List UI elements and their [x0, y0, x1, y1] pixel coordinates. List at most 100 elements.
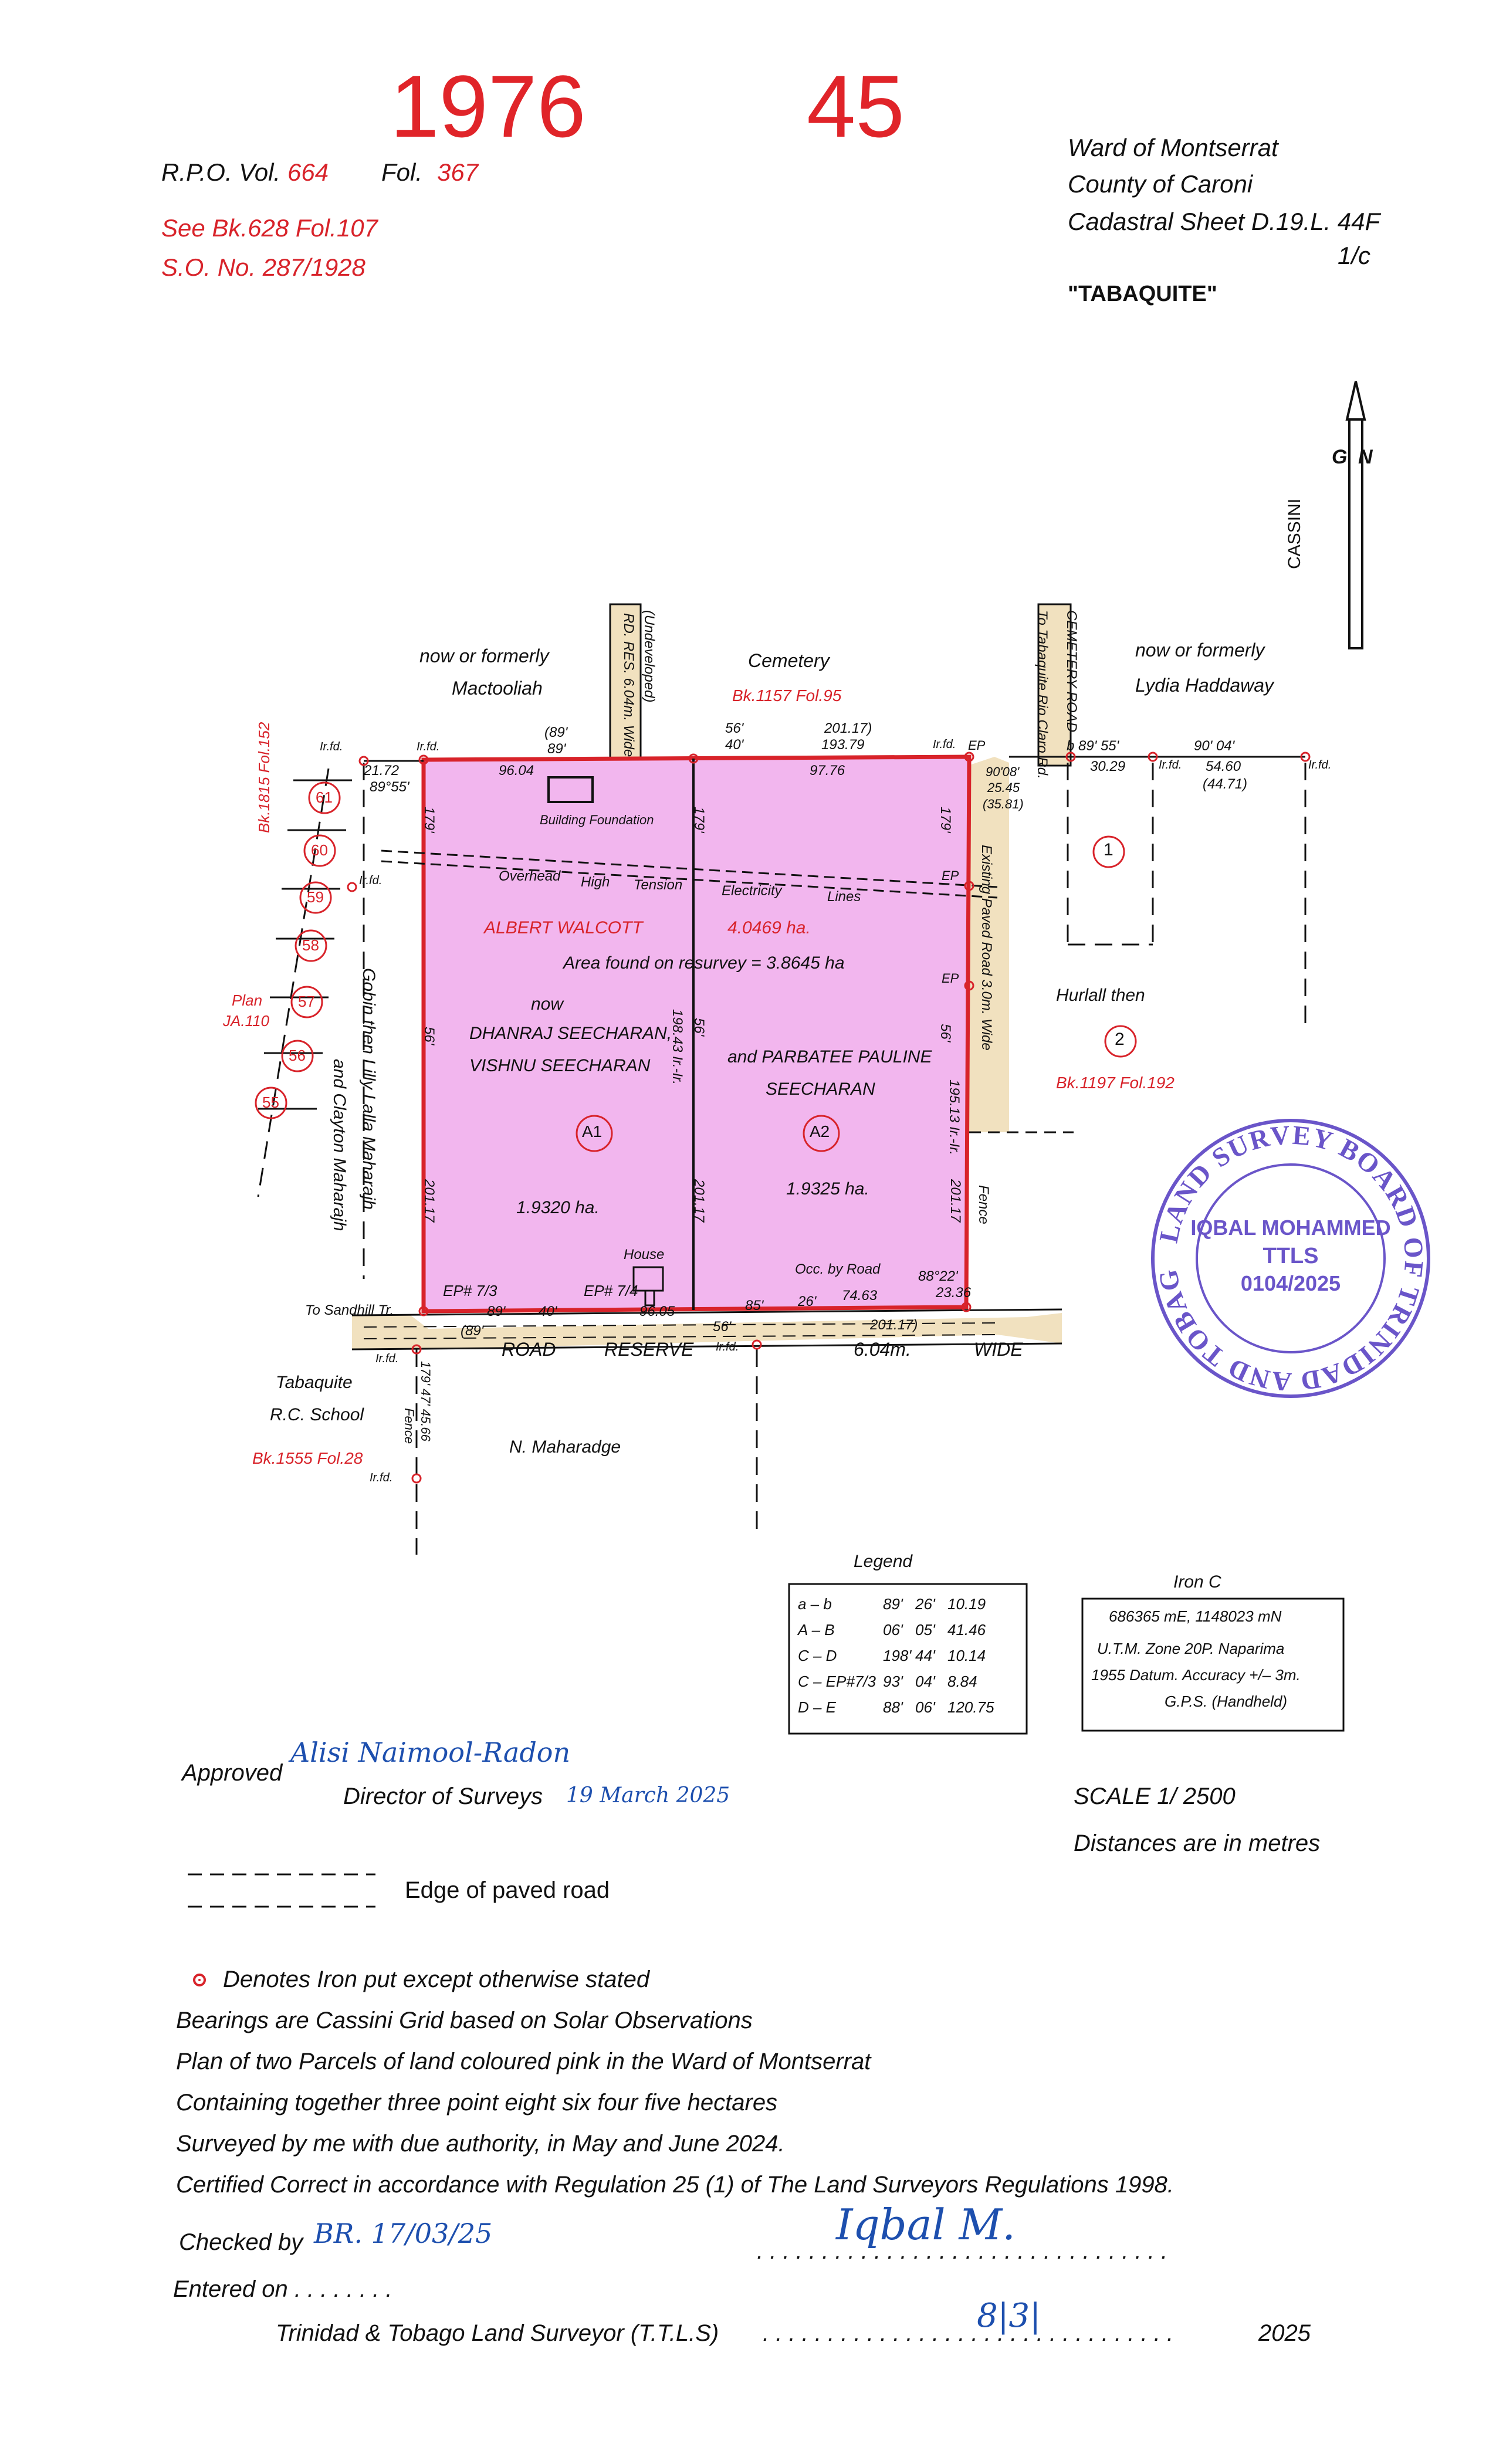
to-sandhill: To Sandhill Tr.	[305, 1302, 394, 1318]
to-tabaquite-label: To Tabaquite Rio Claro Rd.	[1034, 610, 1050, 779]
high-label: High	[581, 874, 610, 890]
cadastral-sheet: Cadastral Sheet D.19.L. 44F	[1068, 208, 1380, 235]
ne-owner: now or formerly	[1135, 639, 1265, 661]
fol-label: Fol.	[381, 158, 423, 186]
approved-label: Approved	[182, 1760, 283, 1786]
m-east-56: 56'	[937, 1024, 953, 1043]
m-mid-198: 198.43 Ir.-Ir.	[669, 1009, 685, 1085]
cemetery-label: Cemetery	[748, 650, 830, 671]
m-ne-90: 90'08'	[986, 764, 1020, 779]
note-surveyed: Surveyed by me with due authority, in Ma…	[176, 2131, 785, 2157]
existing-road-label: Existing Paved Road 3.0m. Wide	[979, 845, 994, 1051]
overhead-label: Overhead	[499, 868, 561, 884]
ep-east-1: EP	[942, 868, 959, 883]
seal-title: TTLS	[1263, 1244, 1319, 1268]
owner-dhanraj: DHANRAJ SEECHARAN,	[469, 1024, 672, 1043]
legend-title: Legend	[854, 1552, 913, 1571]
ep-ne: EP	[968, 738, 986, 753]
undeveloped-road-label: RD. RES. 6.04m. Wide	[621, 613, 637, 757]
m-ne-35: (35.81)	[983, 797, 1024, 811]
m-top-201: 201.17)	[824, 720, 872, 736]
north-n: N	[1358, 446, 1373, 468]
area-found: Area found on resurvey = 3.8645 ha	[563, 953, 845, 973]
m-se-23: 23.36	[936, 1285, 972, 1301]
m-top-89b: 89'	[547, 741, 566, 757]
m-west-56: 56'	[421, 1027, 437, 1045]
plan-ja-ref: JA.110	[223, 1012, 270, 1030]
m-top-a: 21.72	[364, 763, 400, 779]
fol-value: 367	[437, 158, 479, 186]
entered-on: Entered on . . . . . . . .	[173, 2276, 392, 2302]
note-certified: Certified Correct in accordance with Reg…	[176, 2172, 1174, 2198]
house-outline	[632, 1266, 664, 1307]
county: County of Caroni	[1068, 170, 1253, 198]
bk1197-ref: Bk.1197 Fol.192	[1056, 1074, 1175, 1092]
area-total: 4.0469 ha.	[727, 918, 811, 937]
checked-by-label: Checked by	[179, 2229, 303, 2255]
undeveloped-label: (Undeveloped)	[641, 610, 657, 703]
iron-c-line1: 686365 mE, 1148023 mN	[1109, 1607, 1282, 1625]
m-d-179: 179' 47' 45.66	[418, 1361, 433, 1441]
m-b-44: (44.71)	[1203, 776, 1248, 792]
scale-label: SCALE 1/ 2500	[1074, 1783, 1236, 1809]
parcel-a1-label: A1	[582, 1122, 603, 1140]
checked-by-signature: BR. 17/03/25	[314, 2218, 493, 2249]
plan-ja: Plan	[232, 991, 263, 1009]
distances-note: Distances are in metres	[1074, 1830, 1321, 1856]
land-survey-board-seal: LAND SURVEY BOARD OF TRINIDAD AND TOBAGO…	[1147, 1115, 1430, 1398]
iron-c-line3: 1955 Datum. Accuracy +/– 3m.	[1091, 1666, 1301, 1684]
iron-c-title: Iron C	[1173, 1572, 1221, 1592]
m-b-54: 54.60	[1206, 759, 1241, 774]
irfd-far-ne: Ir.fd.	[1308, 759, 1332, 771]
parcel-boundary	[421, 754, 972, 1314]
parcel-a2-label: A2	[810, 1122, 830, 1140]
surveyor-sign-line: . . . . . . . . . . . . . . . . . . . . …	[757, 2238, 1168, 2264]
note-bearings: Bearings are Cassini Grid based on Solar…	[176, 2008, 753, 2033]
building-foundation-label: Building Foundation	[540, 813, 654, 827]
tabaquite-school: Tabaquite	[276, 1373, 353, 1392]
lot-61: 61	[316, 788, 333, 806]
m-mid-179: 179'	[691, 807, 707, 833]
north-g: G	[1332, 446, 1348, 468]
irfd-b: Ir.fd.	[1159, 759, 1182, 771]
so-ref: S.O. No. 287/1928	[161, 253, 365, 281]
director-of-surveys: Director of Surveys	[343, 1783, 543, 1809]
lot-1: 1	[1104, 840, 1113, 859]
m-mid-201: 201.17	[691, 1179, 707, 1223]
area-a2: 1.9325 ha.	[786, 1179, 869, 1199]
rpo-vol-value: 664	[287, 158, 329, 186]
ep-7-3: EP# 7/3	[443, 1282, 497, 1299]
m-ne-25: 25.45	[987, 780, 1020, 795]
m-west-179: 179'	[421, 807, 437, 833]
lot-56: 56	[289, 1047, 306, 1064]
note-containing: Containing together three point eight si…	[176, 2090, 778, 2116]
lot-57: 57	[298, 993, 315, 1010]
plan-number-right: 45	[807, 57, 905, 155]
m-top-97: 97.76	[810, 763, 845, 779]
owner-albert: ALBERT WALCOTT	[484, 918, 643, 937]
date-dots: . . . . . . . . . . . . . . . . . . . . …	[763, 2320, 1174, 2346]
m-bottom-89b: (89'	[461, 1323, 484, 1339]
nw-owner-name: Mactooliah	[452, 678, 543, 699]
building-foundation	[547, 776, 594, 803]
director-date: 19 March 2025	[566, 1783, 730, 1808]
road-width: 6.04m.	[854, 1339, 911, 1360]
north-arrow-icon	[1345, 381, 1366, 649]
m-top-193: 193.79	[821, 737, 865, 753]
m-bottom-26: 26'	[798, 1294, 817, 1309]
m-se-88: 88°22'	[918, 1268, 958, 1284]
note-iron: Denotes Iron put except otherwise stated	[223, 1967, 650, 1992]
bk1815-ref: Bk.1815 Fol.152	[255, 722, 273, 833]
fence-label-south: Fence	[402, 1408, 417, 1444]
irfd-south: Ir.fd.	[370, 1471, 393, 1484]
m-bottom-201: 201.17)	[870, 1317, 918, 1333]
cemetery-ref: Bk.1157 Fol.95	[732, 686, 842, 705]
irfd-ne: Ir.fd.	[933, 738, 956, 751]
m-bottom-96: 96.05	[639, 1304, 675, 1319]
owner-parbatee: and PARBATEE PAULINE	[727, 1047, 932, 1067]
wide-label: WIDE	[974, 1339, 1023, 1360]
